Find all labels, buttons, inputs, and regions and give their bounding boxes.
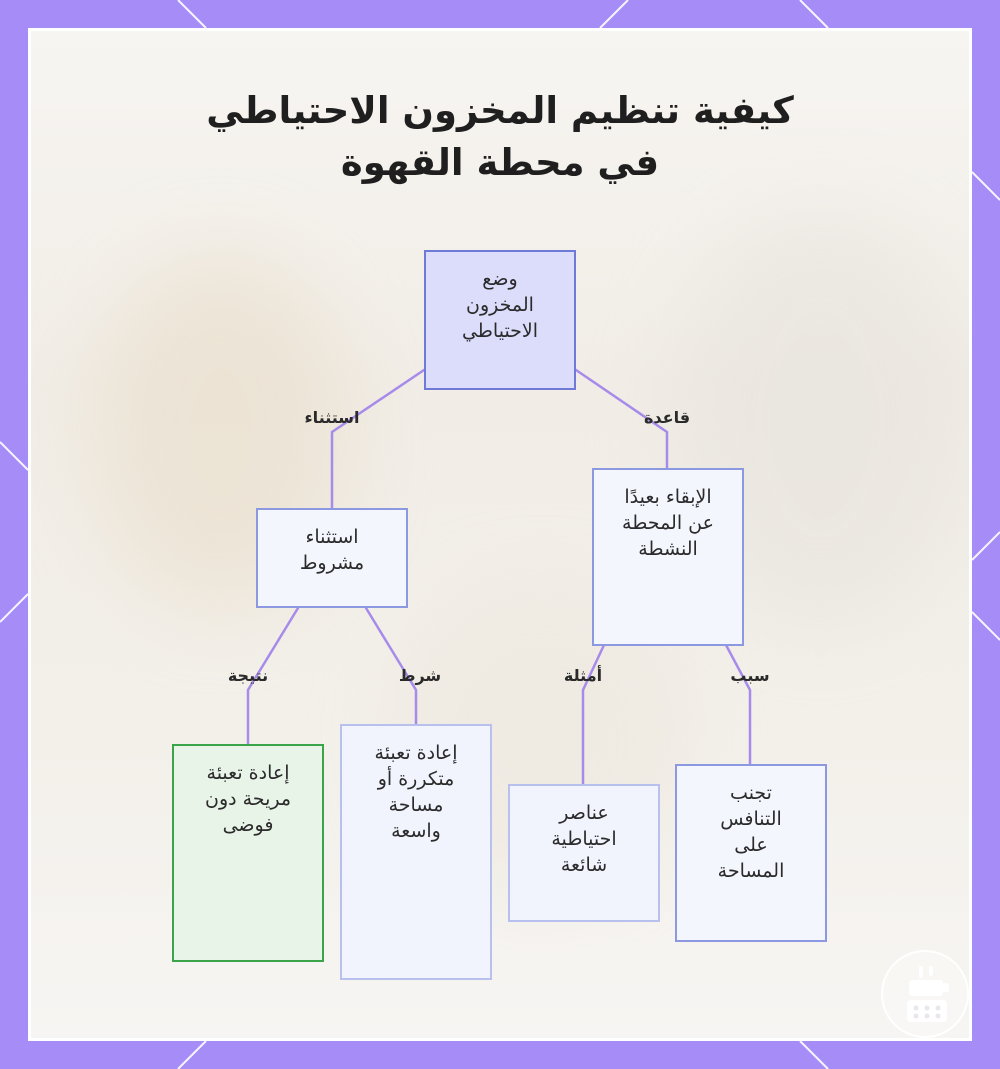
edge-label-result: نتيجة <box>227 666 269 685</box>
edge-label-rule: قاعدة <box>643 408 691 427</box>
connector-examples <box>581 643 606 786</box>
node-frequent-refill: إعادة تعبئة متكررة أو مساحة واسعة <box>340 724 492 980</box>
diagram-title-line-1: كيفية تنظيم المخزون الاحتياطي <box>206 89 794 132</box>
node-root: وضع المخزون الاحتياطي <box>424 250 576 390</box>
node-conditional-exception: استثناء مشروط <box>256 508 408 608</box>
edge-label-reason: سبب <box>730 666 770 685</box>
coffee-maker-icon <box>881 950 969 1038</box>
diagram-title-line-2: في محطة القهوة <box>340 141 660 184</box>
node-avoid-competition: تجنب التنافس على المساحة <box>675 764 827 942</box>
connector-exception <box>330 368 426 510</box>
connector-result <box>246 606 300 746</box>
edge-label-condition: شرط <box>398 666 442 685</box>
node-comfortable-refill: إعادة تعبئة مريحة دون فوضى <box>172 744 324 962</box>
edge-label-examples: أمثلة <box>563 666 603 685</box>
edge-label-exception: استثناء <box>304 408 360 427</box>
connector-reason <box>724 643 752 766</box>
node-keep-away: الإبقاء بعيدًا عن المحطة النشطة <box>592 468 744 646</box>
connector-rule <box>574 368 669 470</box>
connector-condition <box>364 606 418 726</box>
node-common-items: عناصر احتياطية شائعة <box>508 784 660 922</box>
